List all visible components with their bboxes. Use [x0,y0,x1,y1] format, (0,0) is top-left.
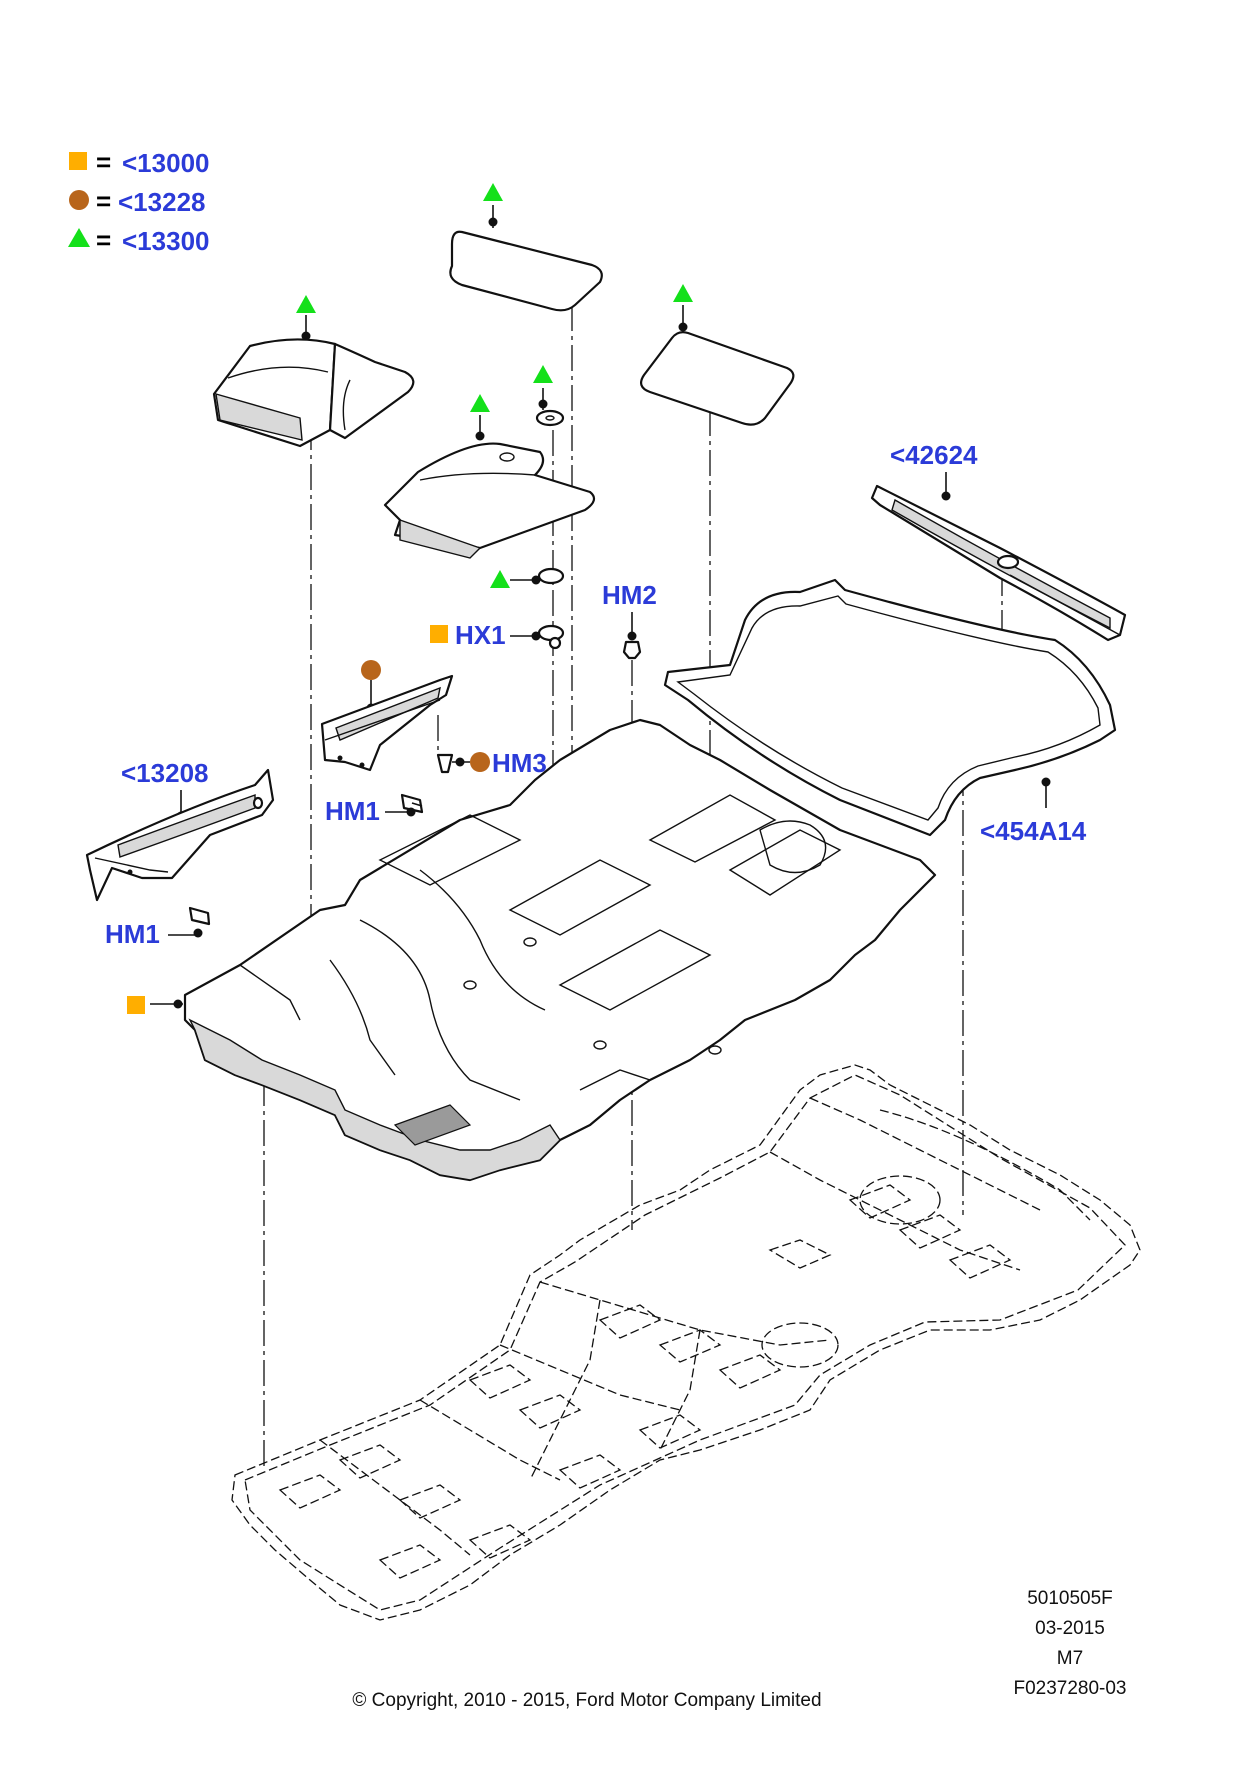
triangle-marker-left-mat [296,295,316,313]
footer: 5010505F 03-2015 M7 © Copyright, 2010 - … [352,1588,1126,1711]
square-marker-hx1 [430,625,448,643]
square-marker-carpet [127,996,145,1014]
triangle-marker-insulator [470,394,490,412]
legend-triangle-marker [68,228,90,247]
triangle-marker-retainer-top [533,365,553,383]
mat-front-left [212,295,415,448]
copyright-notice: © Copyright, 2010 - 2015, Ford Motor Com… [352,1690,821,1711]
mat-rear-right [640,284,795,426]
triangle-marker-retainer-mid [490,570,510,588]
callout-hm3: HM3 [492,748,547,778]
scuff-plate-front-left: <13208 HM1 [85,758,275,949]
scuff-plate-rear: <42624 [870,440,1127,642]
callout-454a14: <454A14 [980,816,1087,846]
clip-hm2: HM2 [602,580,657,660]
legend: = <13000 = <13228 = <13300 [68,147,209,256]
mat-upper-center [449,183,603,312]
trim-b-pillar-scuff: HM1 HM3 [320,660,547,826]
circle-marker-upper-trim [361,660,381,680]
callout-hm1-lower: HM1 [105,919,160,949]
callout-hm1-upper: HM1 [325,796,380,826]
callout-42624: <42624 [890,440,978,470]
reference-code: 5010505F [1027,1588,1113,1609]
floor-carpet [127,718,937,1182]
insulator-center [383,394,596,559]
callout-13208: <13208 [121,758,208,788]
retainer-stack: HX1 [430,365,565,650]
vehicle-floor-pan [231,1064,1141,1621]
model-code: M7 [1057,1648,1083,1669]
triangle-marker-right-mat [673,284,693,302]
figure-id: F0237280-03 [1013,1678,1126,1699]
revision-date: 03-2015 [1035,1618,1105,1639]
legend-equals-2: = [96,186,111,216]
cargo-mat: <454A14 [663,578,1117,846]
legend-code-13228: <13228 [118,187,205,217]
triangle-marker-top-mat [483,183,503,201]
callout-hx1: HX1 [455,620,506,650]
callout-hm2: HM2 [602,580,657,610]
legend-equals-3: = [96,225,111,255]
legend-circle-marker [69,190,89,210]
legend-square-marker [69,152,87,170]
legend-code-13000: <13000 [122,148,209,178]
legend-code-13300: <13300 [122,226,209,256]
legend-equals-1: = [96,147,111,177]
circle-marker-hm3 [470,752,490,772]
